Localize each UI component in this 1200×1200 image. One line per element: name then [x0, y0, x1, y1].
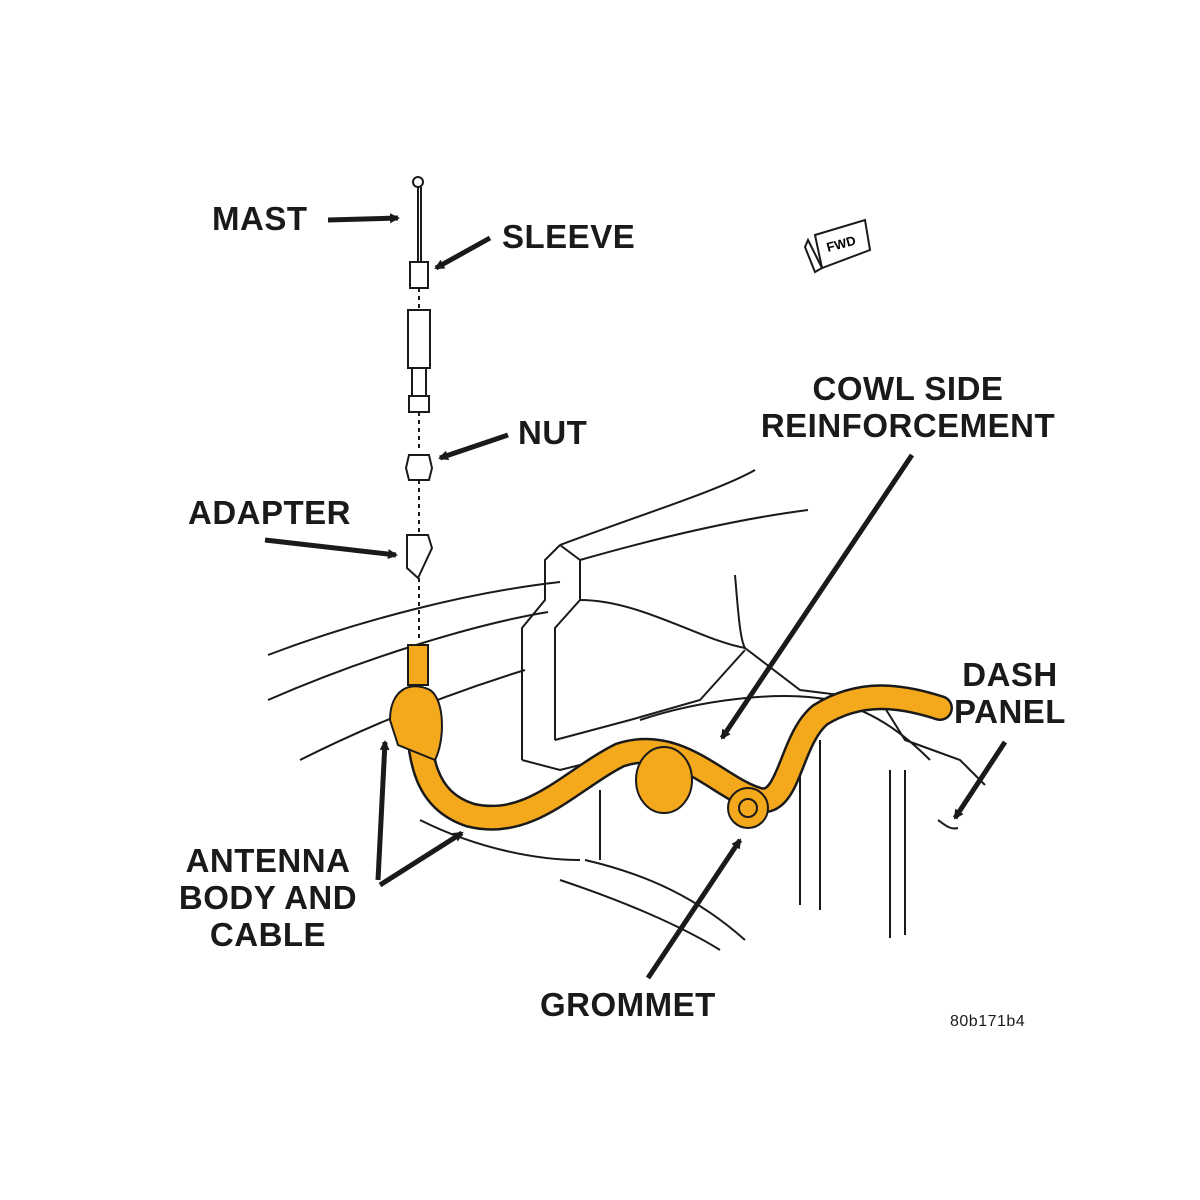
- label-dash-panel: DASH PANEL: [940, 656, 1080, 730]
- grommet-arrow: [645, 838, 743, 980]
- label-nut: NUT: [518, 414, 588, 451]
- cable-boot: [635, 746, 693, 814]
- label-dash-line-2: PANEL: [954, 693, 1066, 730]
- antenna-body-and-cable: [388, 644, 953, 831]
- label-antenna-line-1: ANTENNA: [185, 842, 351, 879]
- label-antenna-line-2: BODY AND: [178, 879, 358, 916]
- mast-tube: [407, 309, 431, 369]
- nut-part: [404, 454, 434, 481]
- adapter-part: [406, 534, 434, 580]
- fwd-text: FWD: [825, 233, 857, 255]
- label-grommet: GROMMET: [540, 986, 716, 1023]
- mast-base-nut: [408, 395, 430, 413]
- label-antenna-line-3: CABLE: [209, 916, 327, 953]
- label-adapter: ADAPTER: [188, 494, 352, 531]
- label-cowl-side-reinforcement: COWL SIDE REINFORCEMENT: [748, 370, 1068, 444]
- sleeve-part: [409, 261, 429, 289]
- antenna-body: [388, 685, 443, 762]
- mast-tip: [412, 176, 424, 188]
- antenna-body-stem: [407, 644, 429, 686]
- label-cowl-line-1: COWL SIDE: [812, 370, 1004, 407]
- sleeve-arrow: [434, 235, 492, 271]
- figure-id: 80b171b4: [950, 1013, 1026, 1030]
- label-mast: MAST: [212, 200, 308, 237]
- label-dash-line-1: DASH: [962, 656, 1058, 693]
- antenna-body-arrow: [375, 740, 390, 881]
- antenna-mast-assembly: [404, 176, 434, 640]
- label-antenna-body-and-cable: ANTENNA BODY AND CABLE: [168, 842, 368, 953]
- forward-direction-symbol: FWD: [803, 218, 872, 274]
- dash-panel-arrow: [952, 740, 1008, 820]
- cowl-arrow: [719, 453, 915, 740]
- label-sleeve: SLEEVE: [502, 218, 636, 255]
- adapter-arrow: [264, 537, 398, 560]
- leader-arrows: [264, 213, 1008, 980]
- vehicle-body-outline: [267, 469, 986, 951]
- antenna-cable-arrow: [378, 830, 464, 888]
- label-cowl-line-2: REINFORCEMENT: [760, 407, 1056, 444]
- nut-arrow: [438, 432, 509, 461]
- mast-arrow: [327, 213, 400, 224]
- grommet-part: [727, 787, 769, 829]
